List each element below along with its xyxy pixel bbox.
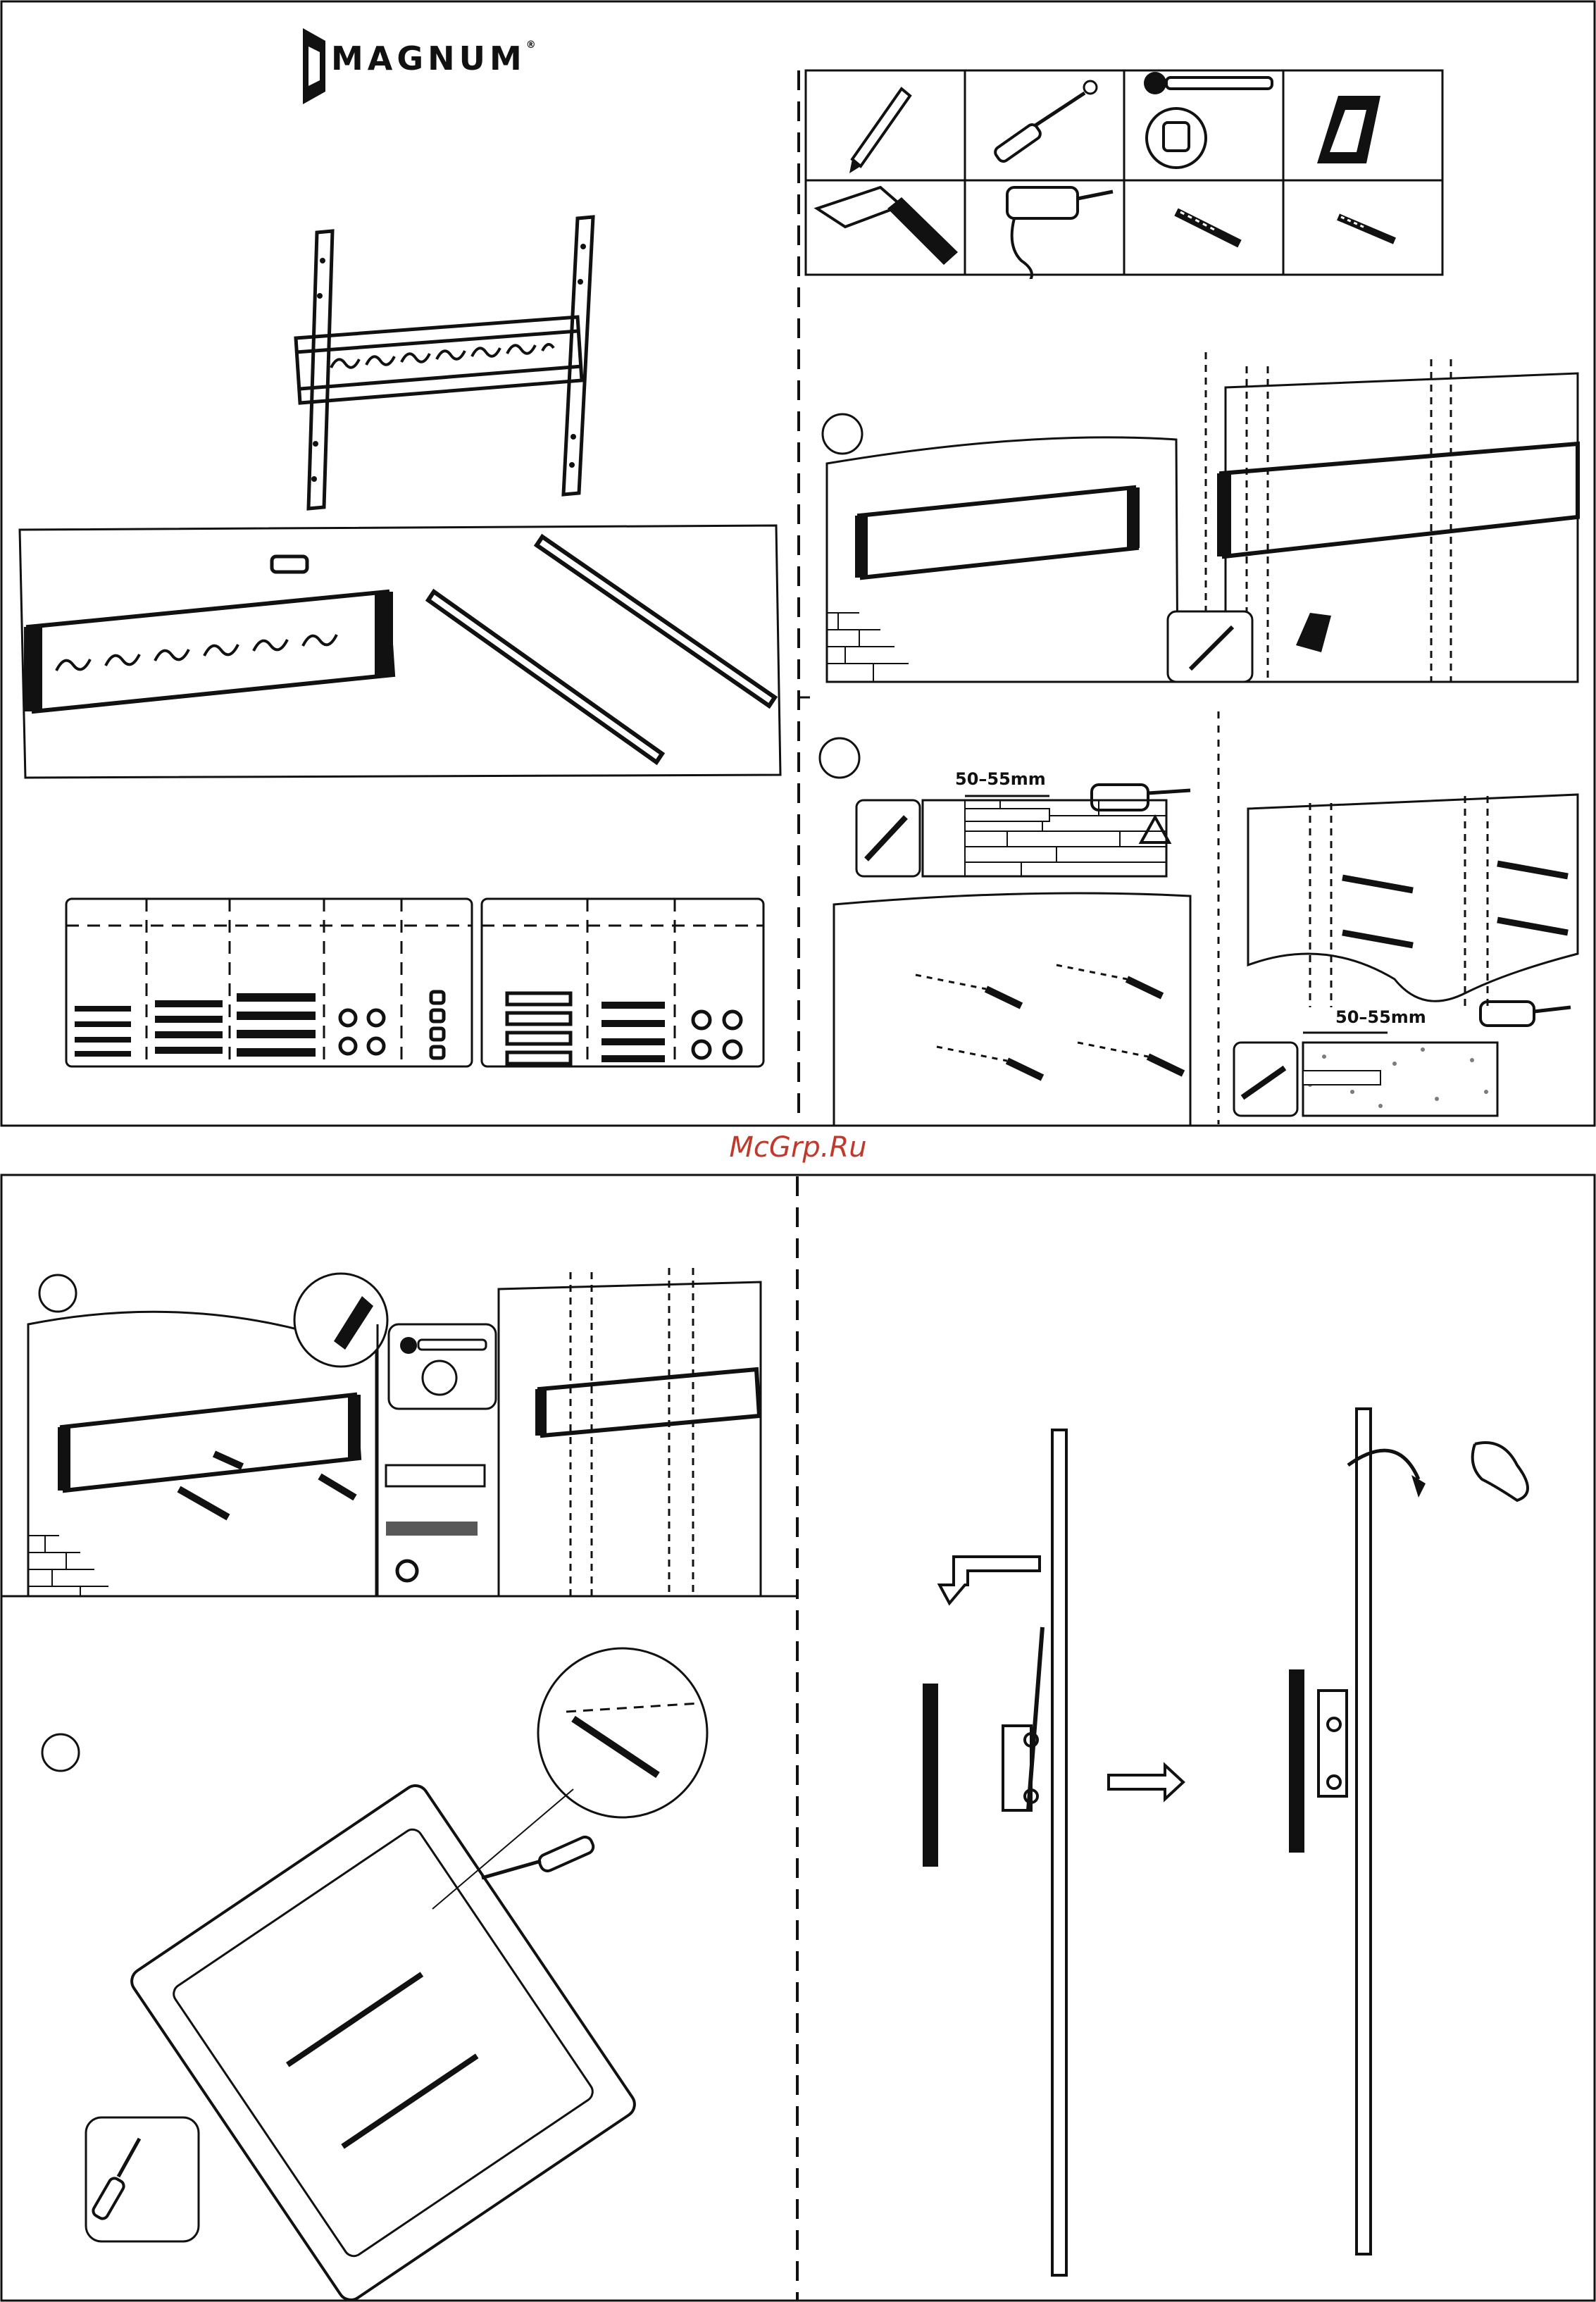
wall-plate-part bbox=[24, 592, 393, 711]
drill-icon bbox=[1007, 187, 1113, 279]
hammer-icon bbox=[817, 187, 958, 265]
drill-icon bbox=[1092, 785, 1190, 810]
step-2-illustration bbox=[817, 711, 1592, 1126]
stud-finder-icon bbox=[1296, 613, 1331, 652]
masonry-bit-icon bbox=[1242, 1068, 1285, 1097]
step-3-illustration bbox=[3, 1254, 797, 1596]
washer bbox=[397, 1561, 417, 1581]
arrow-lift-icon bbox=[940, 1557, 1040, 1603]
tv-side-left bbox=[1052, 1430, 1066, 2275]
wall-section-left bbox=[923, 1684, 938, 1867]
watermark: McGrp.Ru bbox=[0, 1131, 1596, 1164]
step-2-marker bbox=[820, 738, 859, 778]
brand-logo: MAGNUM® bbox=[331, 39, 536, 77]
wall-section-right bbox=[1289, 1669, 1304, 1853]
screwdriver-icon bbox=[482, 1835, 595, 1878]
tools-grid bbox=[803, 68, 1451, 279]
screwdriver-icon bbox=[993, 81, 1097, 163]
step-4-illustration bbox=[3, 1613, 797, 2301]
brand-logo-mark bbox=[300, 25, 328, 107]
lag-bolt bbox=[386, 1522, 478, 1536]
masonry-bit-icon bbox=[1338, 217, 1395, 241]
step-5-illustration bbox=[799, 1176, 1595, 2301]
tilt-arrow-icon bbox=[1348, 1450, 1419, 1479]
hole-depth-brick-label: 50–55mm bbox=[955, 769, 1046, 789]
pencil-icon bbox=[849, 89, 910, 173]
masonry-bit-icon bbox=[866, 817, 906, 859]
hardware-table bbox=[63, 895, 768, 1071]
spacer-part bbox=[272, 556, 307, 572]
drill-icon bbox=[1480, 1002, 1571, 1026]
hand-icon bbox=[1473, 1443, 1528, 1500]
step-3-marker bbox=[39, 1275, 76, 1312]
arrow-next-icon bbox=[1109, 1765, 1183, 1799]
drill-bit-icon bbox=[1176, 212, 1240, 244]
screwdriver-icon bbox=[91, 2139, 139, 2220]
step-4-marker bbox=[42, 1734, 79, 1771]
wrench-icon bbox=[1144, 72, 1272, 168]
wall-anchor bbox=[386, 1465, 485, 1486]
stud-finder-icon bbox=[1317, 96, 1380, 163]
wrench-icon bbox=[400, 1337, 486, 1395]
parts-box bbox=[14, 521, 782, 782]
warning-icon bbox=[1141, 817, 1169, 842]
tv-arm-parts bbox=[428, 537, 775, 762]
step-1-marker bbox=[823, 414, 862, 454]
tv-side-right bbox=[1357, 1409, 1371, 2254]
hole-depth-concrete-label: 50–55mm bbox=[1335, 1007, 1426, 1027]
mount-assembled-illustration bbox=[268, 211, 620, 521]
step-1-illustration bbox=[817, 345, 1592, 697]
